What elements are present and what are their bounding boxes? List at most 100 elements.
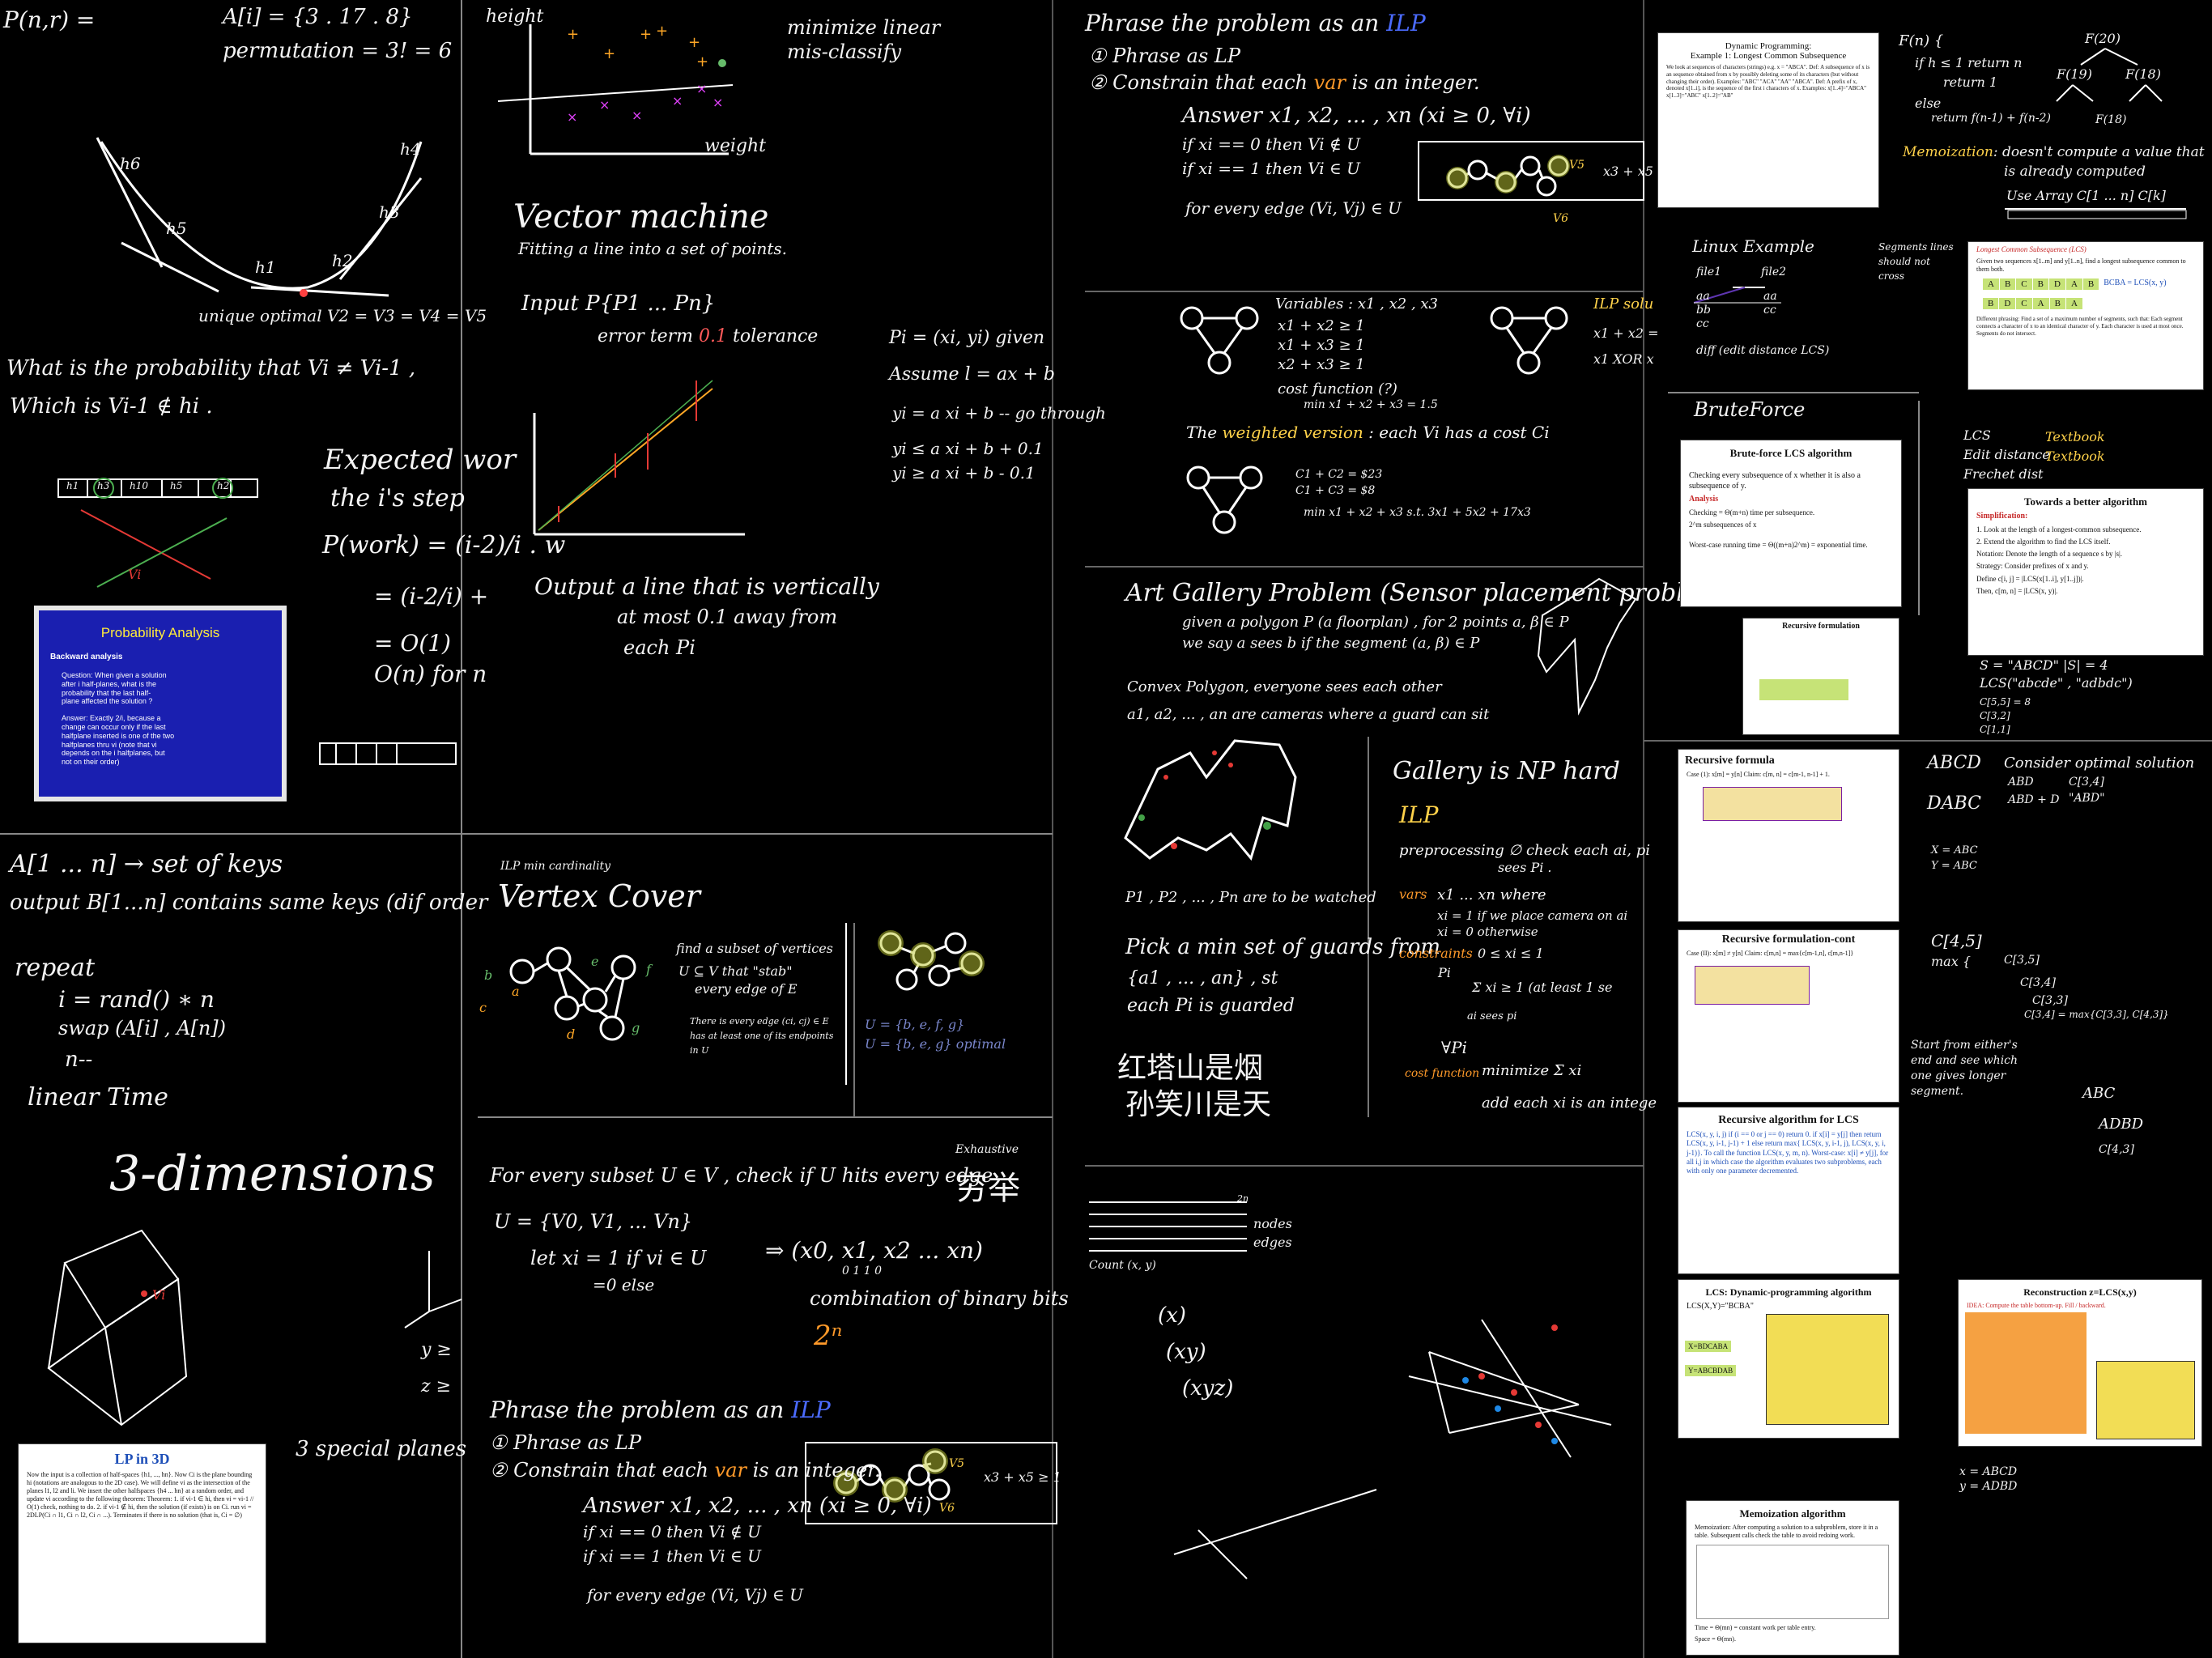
perm-formula: P(n,r) = [3,6,96,33]
expected-work: Expected wor [324,444,517,476]
ai-sees-pi: ai sees pi [1467,1010,1517,1022]
recalg-title: Recursive algorithm for LCS [1718,1114,1859,1126]
towards-simp: Simplification: [1976,512,2028,521]
constraint-1: x1 + x2 ≥ 1 [1278,317,1365,334]
brute-force-label: BruteForce [1694,398,1806,421]
permutation: permutation = 3! = 6 [223,39,453,63]
node-d: d [567,1027,576,1042]
points-watched: P1 , P2 , ... , Pn are to be watched [1125,889,1376,906]
box-h3: h3 [97,480,110,491]
lcs-textbook: LCS [1963,427,1991,443]
curve-label-h4: h4 [400,139,421,159]
linear-time: linear Time [28,1083,168,1112]
xi-one: xi = 1 if we place camera on ai [1437,908,1628,923]
file1-aa: aa [1696,290,1710,303]
svg-text:×: × [599,97,610,113]
nodes-label: nodes [1253,1216,1292,1231]
curve-label-h6: h6 [120,154,141,173]
v5: V5 [1569,159,1585,172]
cost-function-label: cost function [1405,1067,1480,1080]
output-line3: each Pi [623,636,696,659]
abcd-label: ABCD [1927,753,1981,773]
dp-slide-body: We look at sequences of characters (stri… [1666,64,1870,99]
textbook-2: Textbook [2045,449,2105,464]
recon-idea: IDEA: Compute the table bottom-up. Fill … [1967,1302,2106,1309]
consider-optimal: Consider optimal solution [2004,755,2195,772]
recalg-body: LCS(x, y, i, j) if (i == 0 or j == 0) re… [1687,1130,1889,1175]
lcs-x-1: B [1999,278,2016,291]
bit-vector: ⇒ (x0, x1, x2 ... xn) [765,1237,983,1264]
abd-3: "ABD" [2069,792,2105,805]
weighted-c2: C1 + C3 = $8 [1295,484,1376,497]
decrement-line: n-- [65,1048,93,1072]
node-b: b [484,967,493,983]
lcs-def-body: Given two sequences x[1..m] and y[1..n],… [1976,257,2186,274]
u-set-2: U = {b, e, g} optimal [865,1036,1006,1052]
y-abdd: y = ADBD [1959,1480,2018,1493]
slide-subtitle: Backward analysis [50,653,123,661]
if1: if xi == 1 then Vi ∈ U [1182,159,1360,178]
variables: Variables : x1 , x2 , x3 [1275,295,1438,312]
lcs-def-slide: Longest Common Subsequence (LCS) Given t… [1967,241,2204,390]
bf-title: Brute-force LCS algorithm [1729,447,1853,459]
c35: C[3,5] [2004,954,2040,967]
y-geq: y ≥ [421,1340,452,1360]
input-line: Input P{P1 ... Pn} [521,291,716,316]
xy-label: (xy) [1166,1340,1206,1364]
assume-line: Assume l = ax + b [889,364,1055,385]
question-line2: Which is Vi-1 ∉ hi . [10,394,213,419]
lcs-x-2: C [2016,278,2032,291]
svg-text:+: + [640,26,652,43]
swap-line: swap (A[i] , A[n]) [58,1017,227,1039]
dabc-label: DABC [1927,793,1981,814]
pi-circle: Pi [1438,965,1451,980]
ilp-min-cardinality: ILP min cardinality [500,860,611,873]
sum-constraint: Σ xi ≥ 1 (at least 1 se [1472,980,1613,995]
file1-cc: cc [1696,317,1709,330]
output-keys: output B[1...n] contains same keys (dif … [10,891,488,915]
s-abcd: S = "ABCD" |S| = 4 [1980,657,2108,673]
if1-b: if xi == 1 then Vi ∈ U [583,1546,761,1566]
pick-guards-1: Pick a min set of guards from [1125,935,1441,959]
recursive-formula-slide: Recursive formula Case (1): x[m] = y[n] … [1678,749,1899,922]
convex-polygon: Convex Polygon, everyone sees each other [1127,678,1442,695]
v6: V6 [1553,212,1569,225]
lcs-y-4: B [2049,298,2065,310]
use-array: Use Array C[1 ... n] C[k] [2006,188,2166,203]
adbd-right: ADBD [2099,1116,2144,1133]
bf-analysis: Analysis [1689,495,1719,504]
linux-example: Linux Example [1692,236,1814,256]
for-every-subset: For every subset U ∈ V , check if U hits… [490,1164,993,1187]
curve-label-h2: h2 [332,251,353,270]
node-c: c [479,1000,487,1015]
memo-time: Time = Θ(mn) = constant work per table e… [1695,1624,1816,1631]
ineq-upper: yi ≤ a xi + b + 0.1 [892,439,1044,458]
lcs-result: BCBA = LCS(x, y) [2104,278,2167,288]
c45: C[4,5] [1931,931,1982,950]
probability-slide: Probability Analysis Backward analysis Q… [34,606,287,801]
slide-title: Probability Analysis [100,625,220,640]
output-line1: Output a line that is vertically [534,573,879,600]
towards-1: 1. Look at the length of a longest-commo… [1976,525,2142,534]
fib-tree-left: F(19) [2057,66,2092,82]
box-h2: h2 [217,480,230,491]
fib-line3: else [1915,96,1942,111]
frechet: Frechet dist [1963,466,2044,482]
dp-slide-title: Dynamic Programming: [1725,41,1812,51]
lcs-def-title: Longest Common Subsequence (LCS) [1976,245,2087,253]
node-a: a [512,984,520,999]
svg-text:+: + [603,45,615,62]
axis-weight: weight [704,136,766,156]
recform-diagram [1759,679,1848,700]
lcs-abcde: LCS("abcde" , "adbdc") [1980,675,2133,691]
fib-tree-right: F(18) [2125,66,2161,82]
eq-step3: = O(1) [374,630,451,657]
vertex-cover-title: Vertex Cover [498,878,700,914]
memoization-slide: Memoization algorithm Memoization: After… [1686,1500,1899,1656]
else-line: =0 else [593,1275,655,1295]
x-abcd: x = ABCD [1959,1465,2018,1478]
gallery-np-hard: Gallery is NP hard [1393,757,1620,785]
ilp-label: ILP [1399,801,1439,828]
cameras: a1, a2, ... , an are cameras where a gua… [1127,706,1490,723]
